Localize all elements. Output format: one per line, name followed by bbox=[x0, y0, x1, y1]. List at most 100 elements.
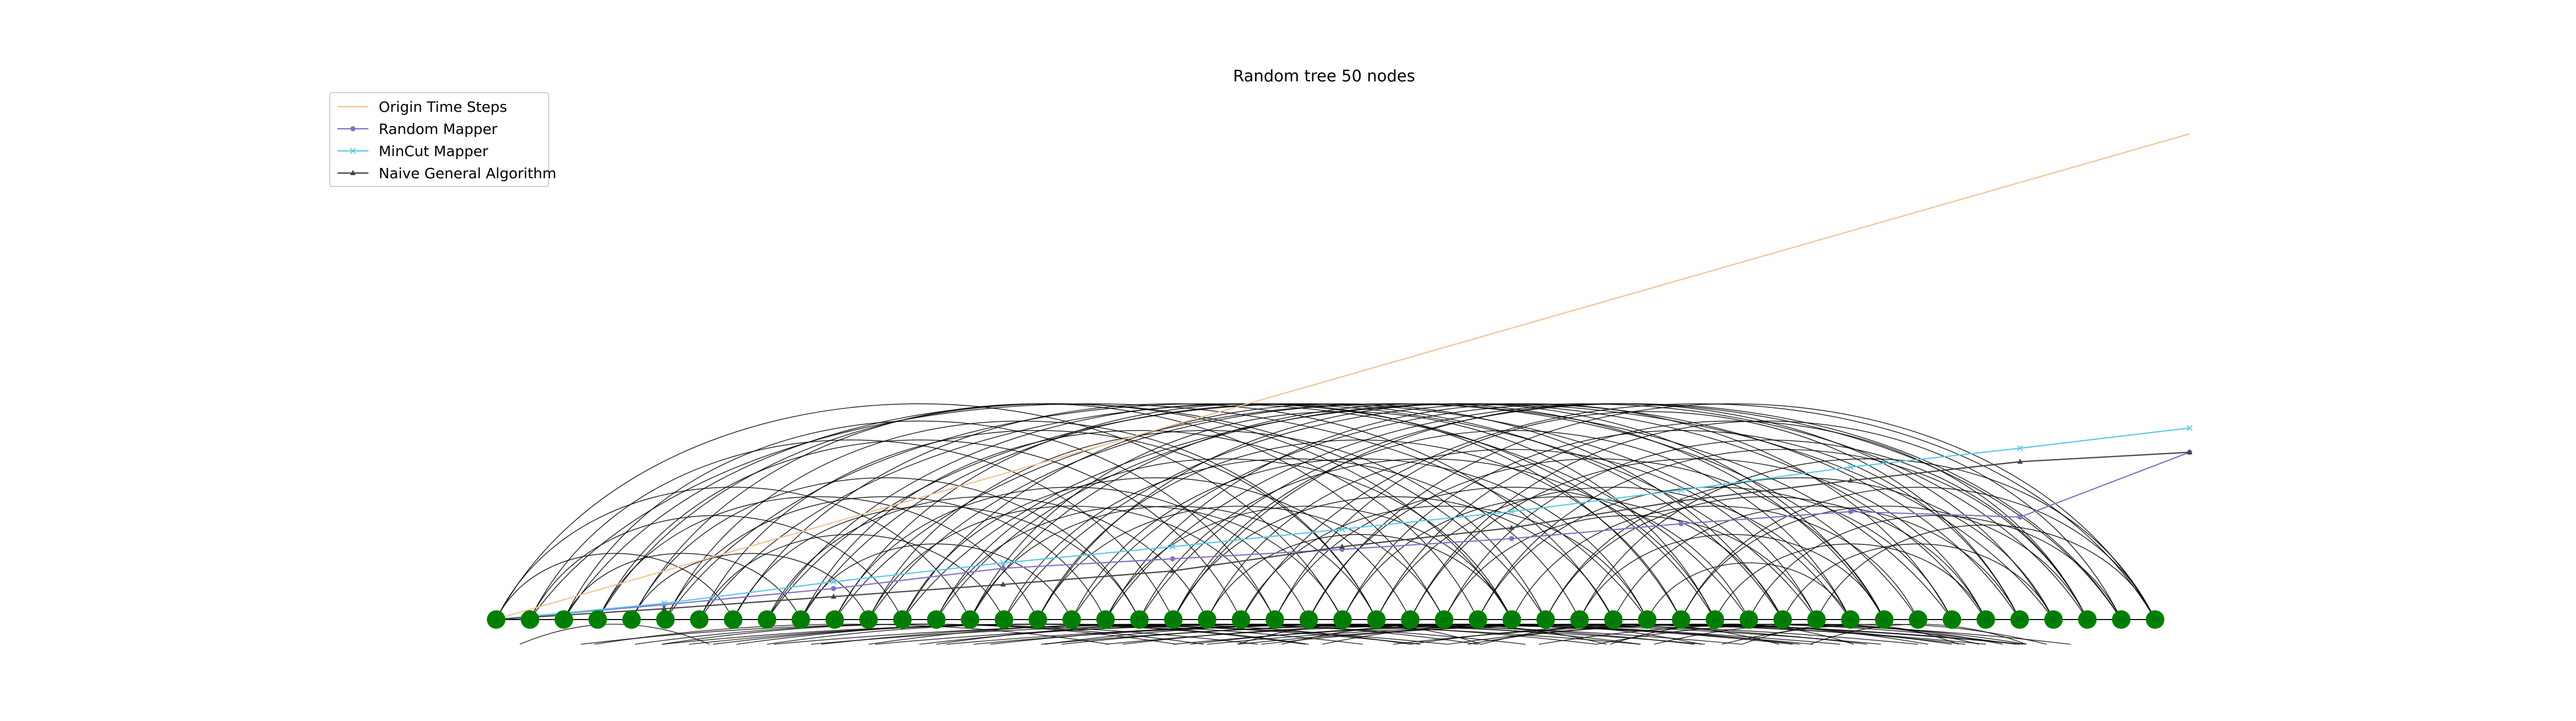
graph-node-label: 8 bbox=[765, 616, 769, 624]
graph-node-circle bbox=[1807, 610, 1826, 629]
graph-node-label: 18 bbox=[1101, 616, 1110, 624]
graph-node-circle bbox=[2044, 610, 2063, 629]
graph-node: 0 bbox=[487, 610, 505, 629]
graph-node-circle bbox=[554, 610, 573, 629]
series bbox=[494, 133, 2190, 621]
graph-edge bbox=[1410, 420, 2122, 620]
graph-node-circle bbox=[1164, 610, 1183, 629]
chart-title: Random tree 50 nodes bbox=[1233, 67, 1415, 85]
graph-edge bbox=[767, 403, 1716, 620]
graph-node-circle bbox=[1028, 610, 1047, 629]
series-point bbox=[2017, 445, 2023, 452]
graph-edge bbox=[834, 487, 1309, 620]
graph-node-label: 36 bbox=[1710, 616, 1720, 624]
graph-node: 12 bbox=[893, 610, 912, 629]
series-point bbox=[831, 586, 836, 591]
graph-node: 6 bbox=[690, 610, 709, 629]
legend-marker bbox=[350, 126, 355, 131]
graph-node-label: 10 bbox=[830, 616, 839, 624]
graph-node: 20 bbox=[1164, 610, 1183, 629]
graph-node-circle bbox=[1739, 610, 1758, 629]
graph-edge-lower bbox=[1061, 624, 1793, 645]
series-point bbox=[2018, 514, 2023, 520]
graph-node: 32 bbox=[1570, 610, 1589, 629]
graph-node: 9 bbox=[791, 610, 810, 629]
graph-node-circle bbox=[1570, 610, 1589, 629]
graph-node-circle bbox=[2112, 610, 2131, 629]
graph-node: 44 bbox=[1976, 610, 1995, 629]
graph-edge bbox=[496, 553, 734, 620]
graph-node-label: 13 bbox=[931, 616, 941, 624]
graph-node: 31 bbox=[1536, 610, 1555, 629]
graph-node-label: 27 bbox=[1405, 616, 1415, 624]
series-lines bbox=[492, 133, 2193, 623]
graph-node: 30 bbox=[1502, 610, 1521, 629]
graph-node-label: 0 bbox=[494, 616, 499, 624]
graph-edge bbox=[1545, 477, 2054, 620]
graph-node-label: 37 bbox=[1744, 616, 1754, 624]
graph-edge bbox=[1782, 543, 2054, 620]
graph-edge bbox=[1207, 449, 1817, 620]
graph-node-label: 9 bbox=[799, 616, 803, 624]
graph-node-label: 31 bbox=[1541, 616, 1550, 624]
series-point bbox=[1170, 543, 1176, 550]
series-point bbox=[1000, 581, 1006, 587]
graph-node-label: 15 bbox=[999, 616, 1009, 624]
graph-node: 43 bbox=[1942, 610, 1961, 629]
graph-node-circle bbox=[2078, 610, 2097, 629]
graph-edge bbox=[1342, 496, 1783, 620]
graph-node-label: 22 bbox=[1236, 616, 1246, 624]
graph-node-label: 2 bbox=[562, 616, 566, 624]
series-point bbox=[1001, 565, 1006, 571]
graph-node: 47 bbox=[2078, 610, 2097, 629]
graph-node-circle bbox=[1231, 610, 1250, 629]
series-point bbox=[1509, 536, 1514, 541]
graph-node-circle bbox=[1942, 610, 1961, 629]
graph-edge bbox=[1240, 506, 1648, 620]
graph-node: 19 bbox=[1130, 610, 1149, 629]
graph-node-circle bbox=[724, 610, 742, 629]
graph-node-label: 17 bbox=[1067, 616, 1076, 624]
graph-node: 13 bbox=[927, 610, 946, 629]
series-point bbox=[2187, 449, 2193, 455]
graph-edge-lower bbox=[635, 624, 1204, 645]
graph-node-circle bbox=[1401, 610, 1420, 629]
graph-edge bbox=[902, 477, 1411, 620]
graph-node-label: 24 bbox=[1304, 616, 1313, 624]
graph-edge bbox=[1681, 487, 2156, 620]
graph-node-label: 40 bbox=[1846, 616, 1855, 624]
graph-node-circle bbox=[1502, 610, 1521, 629]
graph-node-label: 49 bbox=[2150, 616, 2160, 624]
graph-node: 41 bbox=[1875, 610, 1894, 629]
graph-node: 18 bbox=[1096, 610, 1115, 629]
graph-node: 23 bbox=[1265, 610, 1284, 629]
graph-edge bbox=[597, 496, 1039, 620]
graph-edge bbox=[800, 403, 1783, 620]
graph-node-circle bbox=[1909, 610, 1927, 629]
graph-node: 25 bbox=[1333, 610, 1352, 629]
graph-node-label: 6 bbox=[697, 616, 702, 624]
graph-edge bbox=[597, 403, 1513, 620]
graph-edge-lower bbox=[1447, 624, 2016, 645]
graph-edge bbox=[530, 403, 1648, 620]
series-point bbox=[1509, 508, 1515, 515]
graph-node-circle bbox=[1672, 610, 1690, 629]
graph-edge bbox=[496, 403, 1343, 620]
graph-node-label: 1 bbox=[528, 616, 532, 624]
series-point bbox=[661, 606, 667, 611]
graph-edge bbox=[1477, 449, 2088, 620]
graph-edge bbox=[868, 430, 1546, 620]
graph-node: 5 bbox=[656, 610, 675, 629]
graph-edge bbox=[563, 420, 1276, 620]
graph-node-label: 12 bbox=[898, 616, 907, 624]
graph-node-circle bbox=[927, 610, 946, 629]
graph-edge bbox=[1613, 506, 2020, 620]
graph-node: 2 bbox=[554, 610, 573, 629]
legend-label: MinCut Mapper bbox=[379, 143, 488, 160]
graph-edge bbox=[563, 553, 802, 620]
graph-node-label: 32 bbox=[1575, 616, 1584, 624]
graph-edge-lower bbox=[594, 624, 1109, 645]
legend-frame bbox=[329, 92, 549, 187]
series-point bbox=[1509, 524, 1515, 530]
